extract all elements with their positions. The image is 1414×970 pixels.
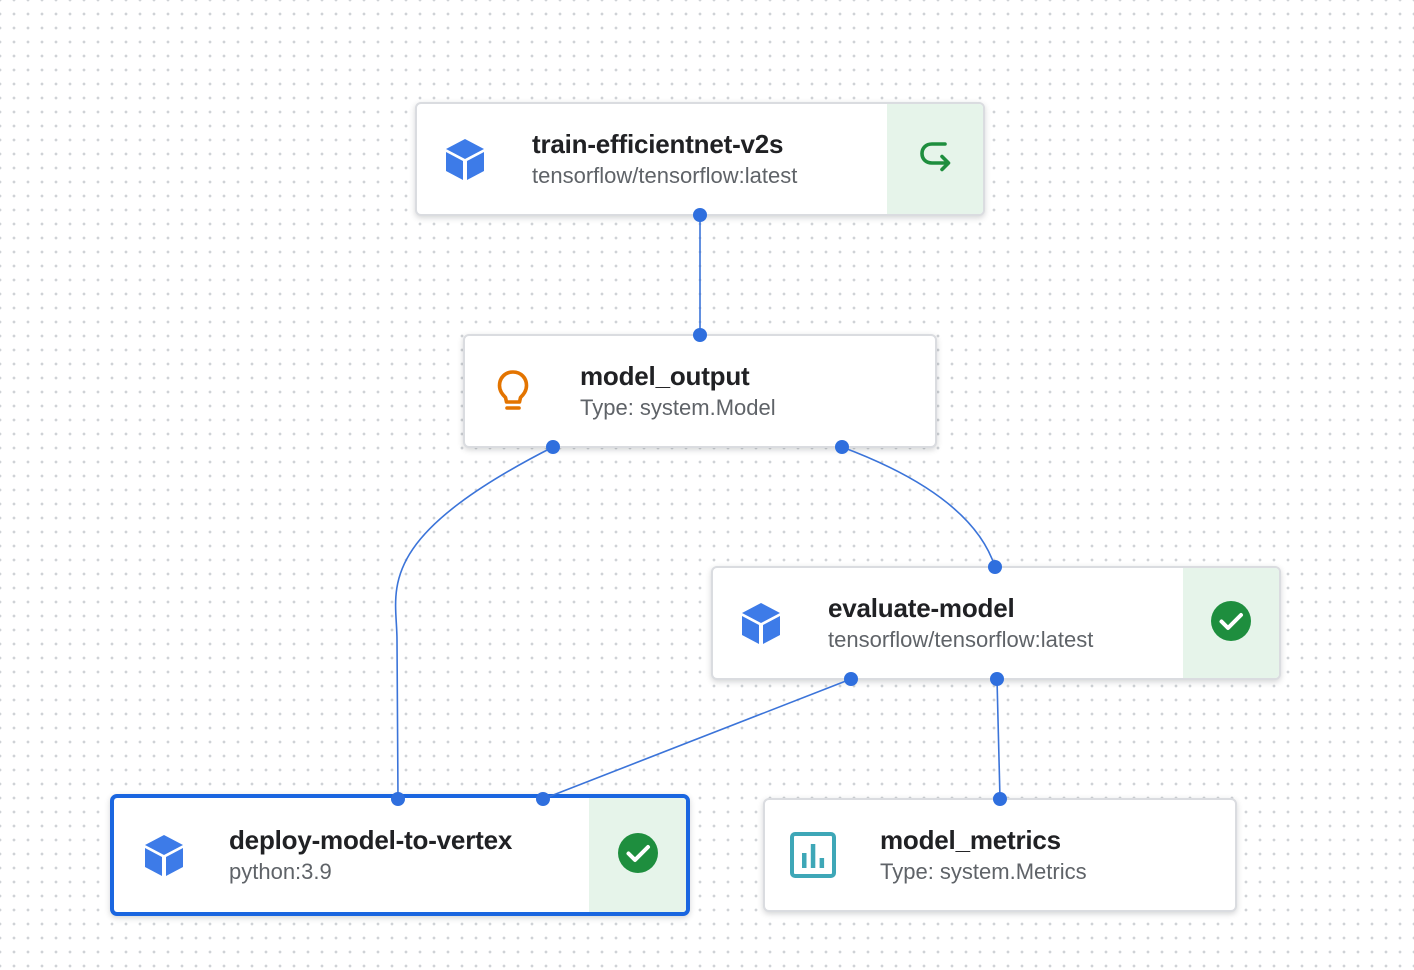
node-model-output[interactable]: model_output Type: system.Model xyxy=(463,334,937,448)
node-subtitle: Type: system.Metrics xyxy=(880,859,1087,884)
node-title: model_output xyxy=(580,361,750,391)
redo-arrow-icon xyxy=(915,137,955,182)
edge-model-output-to-evaluate xyxy=(841,446,996,568)
edge-evaluate-to-model-metrics xyxy=(996,678,1001,800)
check-circle-icon xyxy=(1210,600,1252,647)
status-cell xyxy=(589,798,686,912)
lightbulb-icon xyxy=(487,365,539,417)
node-title: model_metrics xyxy=(880,825,1061,855)
edge-model-output-to-deploy xyxy=(394,446,554,800)
cube-icon xyxy=(439,133,491,185)
node-evaluate-model[interactable]: evaluate-model tensorflow/tensorflow:lat… xyxy=(711,566,1281,680)
cube-icon xyxy=(138,829,190,881)
node-title: evaluate-model xyxy=(828,593,1015,623)
cube-icon xyxy=(735,597,787,649)
check-circle-icon xyxy=(617,832,659,879)
node-model-metrics[interactable]: model_metrics Type: system.Metrics xyxy=(763,798,1237,912)
node-subtitle: tensorflow/tensorflow:latest xyxy=(828,627,1094,652)
node-train-efficientnet-v2s[interactable]: train-efficientnet-v2s tensorflow/tensor… xyxy=(415,102,985,216)
node-subtitle: tensorflow/tensorflow:latest xyxy=(532,163,798,188)
edge-evaluate-to-deploy xyxy=(542,678,852,800)
status-cell xyxy=(887,104,983,214)
status-cell xyxy=(1183,568,1279,678)
bar-chart-icon xyxy=(787,829,839,881)
node-subtitle: Type: system.Model xyxy=(580,395,776,420)
node-title: train-efficientnet-v2s xyxy=(532,129,784,159)
node-subtitle: python:3.9 xyxy=(229,859,332,884)
node-title: deploy-model-to-vertex xyxy=(229,825,513,855)
node-deploy-model-to-vertex[interactable]: deploy-model-to-vertex python:3.9 xyxy=(110,794,690,916)
